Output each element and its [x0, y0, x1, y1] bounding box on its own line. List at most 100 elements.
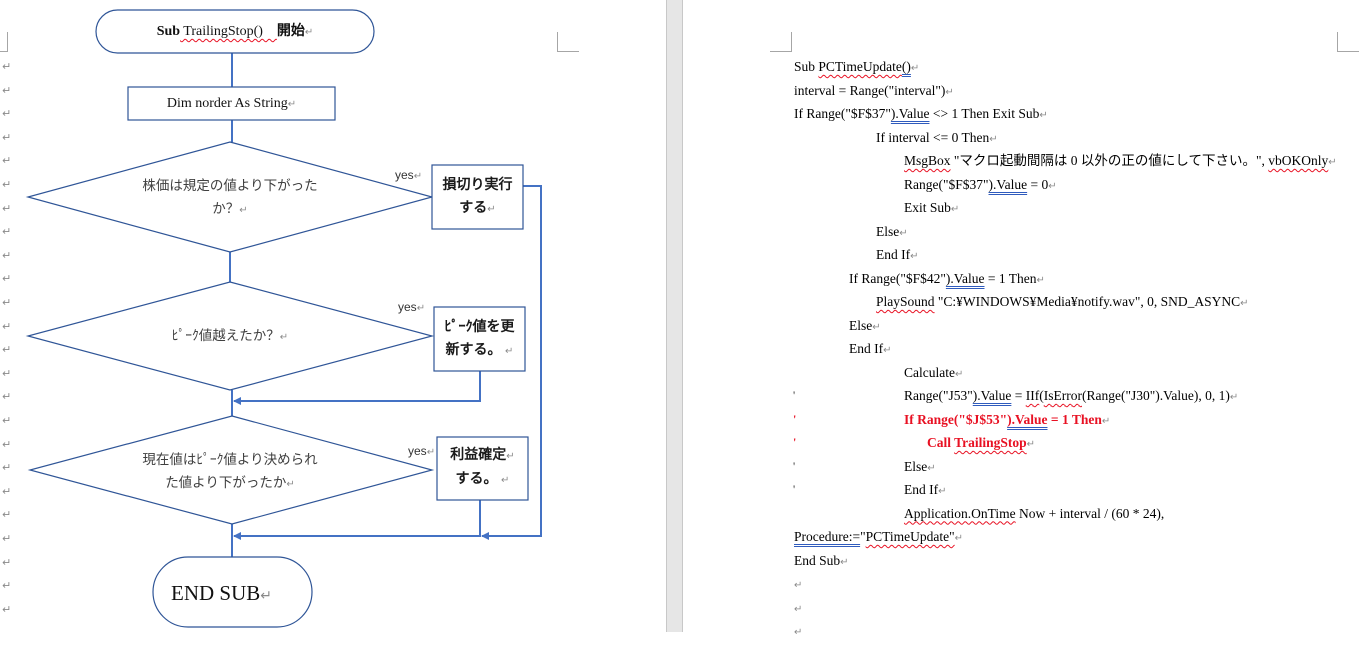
declare-process-box	[127, 86, 336, 121]
action-2-label: ﾋﾟｰｸ値を更 新する。 ↵	[444, 320, 515, 358]
paragraph-mark: ↵	[945, 86, 954, 98]
paragraph-mark: ↵	[2, 532, 12, 545]
paragraph-mark: ↵	[1328, 157, 1337, 168]
paragraph-mark: ↵	[2, 484, 12, 498]
paragraph-mark: ↵	[2, 296, 12, 309]
paragraph-mark: ↵	[989, 133, 998, 145]
start-label: Sub TrailingStop() 開始↵	[156, 24, 314, 39]
paragraph-mark: ↵	[2, 154, 12, 168]
paragraph-mark: ↵	[872, 321, 881, 333]
crop-mark	[770, 32, 792, 52]
code-text: interval = Range("interval")↵	[794, 82, 954, 98]
decision-diamond-1	[25, 141, 435, 253]
paragraph-mark: ↵	[2, 248, 12, 262]
paragraph-mark: ↵	[2, 83, 12, 97]
paragraph-mark: ↵	[2, 414, 12, 427]
code-text: End If↵	[876, 247, 919, 262]
paragraph-mark: ↵	[2, 437, 12, 451]
comment-marker: '	[793, 458, 796, 473]
yes-label-2: yes↵	[398, 300, 426, 314]
code-text: If interval <= 0 Then↵	[876, 129, 998, 145]
crop-mark	[0, 32, 8, 52]
action-box-1	[431, 164, 524, 230]
code-text: ↵	[794, 596, 802, 622]
code-text: Range("J53").Value = IIf(IsError(Range("…	[904, 388, 1239, 403]
end-terminator	[152, 556, 313, 628]
code-text: Exit Sub↵	[904, 200, 960, 215]
paragraph-mark: ↵	[2, 272, 12, 286]
paragraph-mark: ↵	[954, 368, 964, 380]
paragraph-mark: ↵	[1240, 298, 1249, 309]
action-3-label: 利益確定↵ する。 ↵	[450, 448, 515, 487]
paragraph-mark: ↵	[2, 178, 12, 191]
document-page-right[interactable]	[683, 0, 1360, 632]
paragraph-mark: ↵	[2, 508, 12, 522]
paragraph-mark: ↵	[910, 251, 919, 262]
code-text: MsgBox "マクロ起動間隔は 0 以外の正の値にして下さい。", vbOKO…	[904, 153, 1337, 168]
comment-marker: '	[793, 482, 796, 496]
code-text: Call TrailingStop↵	[927, 435, 1036, 450]
connector-arrow-profit	[233, 500, 481, 540]
end-label: END SUB↵	[171, 581, 272, 605]
paragraph-mark: ↵	[1026, 439, 1036, 450]
crop-mark	[557, 32, 579, 52]
code-text: End Sub↵	[794, 552, 849, 568]
code-text: Else↵	[876, 223, 908, 239]
decision-1-label: 株価は規定の値より下がった か？↵	[142, 178, 318, 216]
paragraph-mark: ↵	[2, 579, 12, 593]
paragraph-mark: ↵	[794, 627, 803, 638]
declare-label: Dim norder As String↵	[166, 96, 297, 111]
code-text: ↵	[794, 572, 802, 598]
code-text: Else↵	[849, 317, 881, 333]
decision-diamond-2	[25, 281, 435, 391]
paragraph-mark: ↵	[899, 227, 908, 239]
code-text: End If↵	[904, 482, 947, 497]
code-text: Else↵	[904, 458, 936, 474]
flowchart	[25, 9, 542, 628]
decision-3-label: 現在値はﾋﾟｰｸ値より決められ た値より下がったか↵	[142, 452, 318, 490]
paragraph-mark: ↵	[2, 555, 12, 569]
comment-marker: '	[793, 411, 797, 426]
paragraph-mark: ↵	[954, 533, 964, 544]
decision-2-label: ﾋﾟｰｸ値越えたか？↵	[171, 328, 289, 343]
paragraph-mark: ↵	[2, 60, 12, 73]
code-text: If Range("$J$53").Value = 1 Then↵	[904, 411, 1111, 427]
paragraph-mark: ↵	[883, 345, 892, 356]
action-box-3	[436, 436, 529, 501]
paragraph-mark: ↵	[2, 602, 12, 616]
connector-arrow-peak-update	[233, 371, 481, 405]
paragraph-mark: ↵	[794, 580, 803, 591]
code-text: End If↵	[849, 341, 892, 356]
yes-label-3: yes↵	[408, 444, 436, 458]
paragraph-mark: ↵	[2, 461, 12, 475]
action-1-label: 損切り実行 する↵	[442, 178, 513, 216]
start-terminator	[95, 9, 375, 54]
paragraph-mark: ↵	[1101, 415, 1111, 427]
code-text: Procedure:="PCTimeUpdate"↵	[794, 529, 964, 544]
connector-arrow-stoploss	[481, 185, 542, 540]
paragraph-mark: ↵	[840, 556, 849, 568]
paragraph-mark: ↵	[1036, 274, 1045, 286]
yes-label-1: yes↵	[395, 168, 423, 182]
crop-mark	[1337, 32, 1359, 52]
paragraph-mark: ↵	[938, 486, 947, 497]
page-gutter	[666, 0, 683, 632]
paragraph-mark: ↵	[794, 603, 803, 615]
code-text: Sub PCTimeUpdate()↵	[794, 59, 920, 74]
paragraph-mark: ↵	[1039, 110, 1048, 121]
comment-marker: '	[793, 435, 797, 449]
code-text: PlaySound "C:¥WINDOWS¥Media¥notify.wav",…	[876, 294, 1249, 309]
code-text: Range("$F$37").Value = 0↵	[904, 176, 1057, 192]
paragraph-mark: ↵	[2, 390, 12, 404]
paragraph-mark: ↵	[950, 204, 960, 215]
paragraph-mark: ↵	[2, 225, 12, 239]
action-box-2	[433, 306, 526, 372]
paragraph-mark: ↵	[2, 201, 12, 215]
paragraph-mark: ↵	[2, 319, 12, 333]
paragraph-mark: ↵	[1229, 392, 1239, 403]
comment-marker: '	[793, 388, 796, 402]
paragraph-mark: ↵	[2, 343, 12, 357]
document-page-left[interactable]: ↵↵↵↵↵↵↵↵↵↵↵↵↵↵↵↵↵↵↵↵↵↵↵↵	[0, 0, 666, 632]
paragraph-mark: ↵	[2, 366, 12, 380]
paragraph-mark: ↵	[927, 462, 936, 474]
